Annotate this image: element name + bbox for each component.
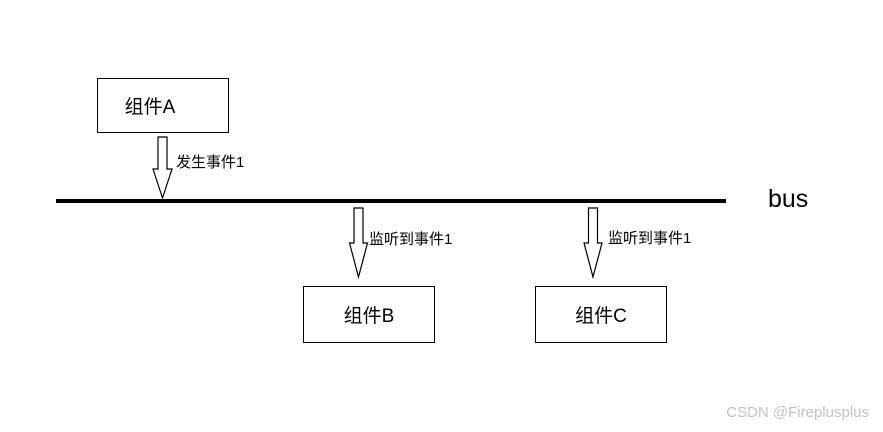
node-component-b: 组件B — [303, 286, 435, 343]
node-component-b-label: 组件B — [343, 306, 395, 327]
edge-label-emit-event1: 发生事件1 — [176, 154, 245, 171]
node-component-c-label: 组件C — [575, 306, 627, 327]
arrow-bus-to-b-icon — [348, 207, 369, 280]
node-component-c: 组件C — [535, 286, 667, 343]
bus-line — [56, 199, 726, 203]
arrow-bus-to-c-icon — [583, 207, 603, 280]
bus-label: bus — [768, 185, 809, 213]
node-component-a-label: 组件A — [124, 97, 176, 118]
arrow-a-to-bus-icon — [152, 136, 173, 200]
watermark: CSDN @Fireplusplus — [726, 404, 869, 421]
edge-label-listen-event1-b: 监听到事件1 — [369, 231, 453, 248]
edge-label-listen-event1-c: 监听到事件1 — [608, 230, 692, 247]
node-component-a: 组件A — [97, 78, 229, 133]
